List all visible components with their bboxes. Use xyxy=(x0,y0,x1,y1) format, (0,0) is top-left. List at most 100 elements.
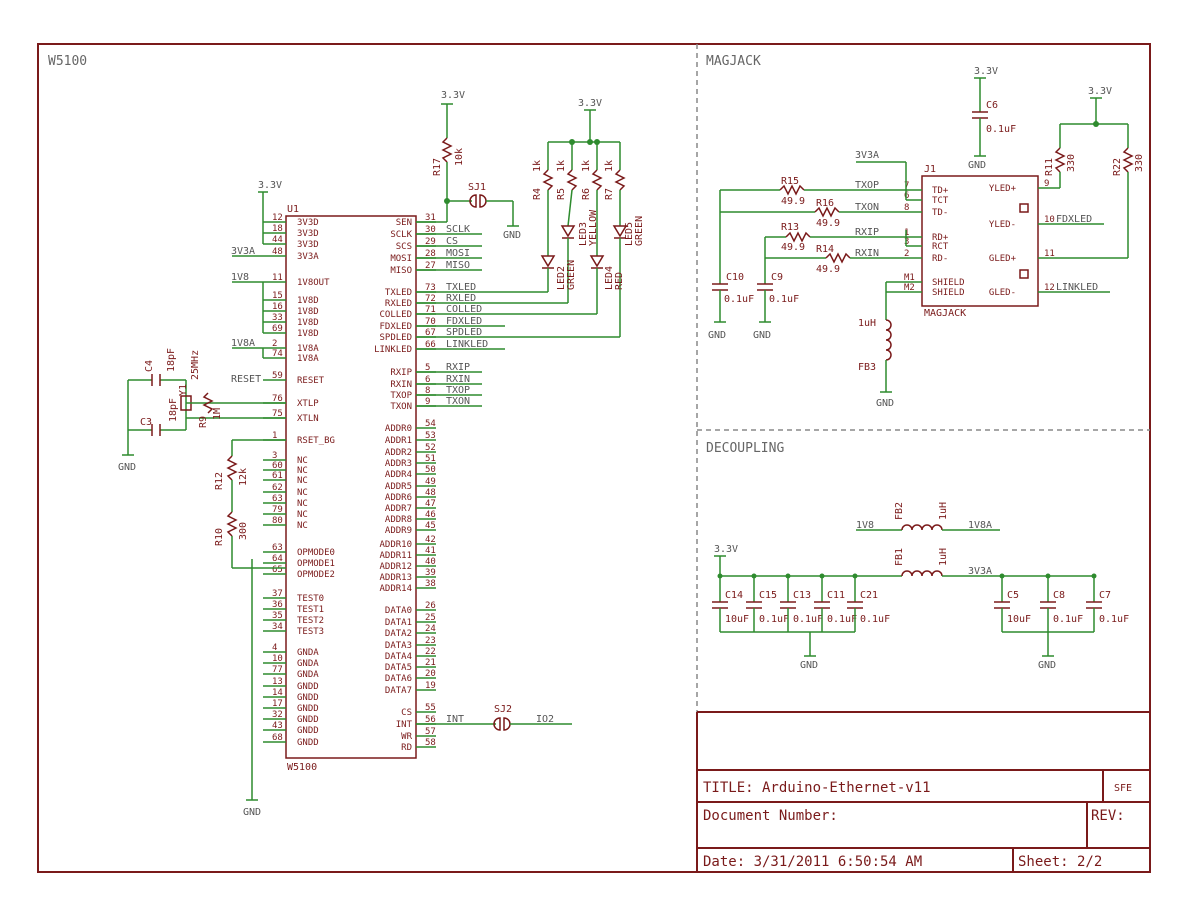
u1-right-pin-number: 67 xyxy=(425,328,436,338)
u1-right-pin-name: ADDR5 xyxy=(385,482,412,492)
u1-right-pin-number: 29 xyxy=(425,237,436,247)
u1-right-pin-number: 55 xyxy=(425,703,436,713)
fb2-value: 1uH xyxy=(938,502,949,520)
u1-left-pin-name: GNDD xyxy=(297,726,319,736)
cap-ref: C13 xyxy=(793,590,811,601)
led2-color: GREEN xyxy=(566,260,577,290)
u1-right-pin-name: WR xyxy=(401,732,412,742)
net-miso: MISO xyxy=(446,260,470,271)
u1-right-pin-number: 40 xyxy=(425,557,436,567)
u1-left-pin-name: 3V3D xyxy=(297,229,319,239)
net-gnd-c10: GND xyxy=(708,330,726,341)
u1-right-pin-name: ADDR6 xyxy=(385,493,412,503)
r5-value: 1k xyxy=(556,160,567,172)
u1-right-pin-name: SCS xyxy=(396,242,412,252)
r7-ref: R7 xyxy=(604,188,615,200)
u1-right-pin-number: 39 xyxy=(425,568,436,578)
u1-left-pin-number: 60 xyxy=(272,461,283,471)
u1-left-pin-name: GNDD xyxy=(297,693,319,703)
u1-right-pin-number: 31 xyxy=(425,213,436,223)
u1-left-pin-number: 65 xyxy=(272,565,283,575)
net-txled: TXLED xyxy=(446,282,476,293)
sheet-text: Sheet: 2/2 xyxy=(1018,854,1102,870)
fb2-ref: FB2 xyxy=(894,502,905,520)
u1-left-pin-name: 3V3D xyxy=(297,218,319,228)
u1-left-pin-name: NC xyxy=(297,488,308,498)
u1-left-pin-number: 14 xyxy=(272,688,283,698)
u1-left-pin-name: 1V8D xyxy=(297,307,319,317)
u1-right-pin-name: DATA1 xyxy=(385,618,412,628)
u1-left-pin-name: NC xyxy=(297,510,308,520)
net-rxip-magjack: RXIP xyxy=(855,227,879,238)
j1-right-pin-number: 11 xyxy=(1044,249,1055,259)
u1-right-pin-number: 57 xyxy=(425,727,436,737)
u1-ref: U1 xyxy=(287,204,299,215)
u1-right-pin-number: 47 xyxy=(425,499,436,509)
spi-stubs: SCLK CS MOSI MISO xyxy=(416,224,482,271)
u1-left-pin-number: 62 xyxy=(272,483,283,493)
u1-right-pin-number: 23 xyxy=(425,636,436,646)
u1-right-pin-name: CS xyxy=(401,708,412,718)
u1-left-pin-number: 69 xyxy=(272,324,283,334)
u1-right-pin-number: 45 xyxy=(425,521,436,531)
j1-left-pin-name: RCT xyxy=(932,242,949,252)
net-1v8a-decoupling: 1V8A xyxy=(968,520,992,531)
u1-left-pin-name: 3V3D xyxy=(297,240,319,250)
r14-ref: R14 xyxy=(816,244,834,255)
u1-left-pin-name: XTLN xyxy=(297,414,319,424)
u1-right-pin-number: 24 xyxy=(425,624,436,634)
u1-left-pin-name: GNDD xyxy=(297,738,319,748)
u1-right-pin-name: ADDR11 xyxy=(379,551,412,561)
cap-ref: C15 xyxy=(759,590,777,601)
junction-dot xyxy=(1091,573,1097,579)
r12-ref: R12 xyxy=(214,472,225,490)
title-text: TITLE: Arduino-Ethernet-v11 xyxy=(703,780,931,796)
j1-left-pin-name: TD- xyxy=(932,208,948,218)
led5-ref: LED5 xyxy=(624,222,635,246)
net-gnd-caps-right: GND xyxy=(1038,660,1056,671)
j1-right-pin-number: 12 xyxy=(1044,283,1055,293)
title-block: TITLE: Arduino-Ethernet-v11 SFE Document… xyxy=(696,711,1150,872)
r6-value: 1k xyxy=(581,160,592,172)
rset-network: R12 12k R10 300 xyxy=(214,439,286,569)
u1-right-pin-name: RD xyxy=(401,743,412,753)
net-3v3a-u1: 3V3A xyxy=(231,246,255,257)
j1-left-pin-name: SHIELD xyxy=(932,278,965,288)
u1-left-pin-number: 13 xyxy=(272,677,283,687)
r17-sj1-network: 3.3V GND R17 10k SJ1 xyxy=(416,90,521,241)
u1-right-pin-number: 8 xyxy=(425,386,430,396)
u1-left-pin-number: 59 xyxy=(272,371,283,381)
u1-right-pin-number: 71 xyxy=(425,305,436,315)
cap-value: 10uF xyxy=(725,614,749,625)
net-rxled: RXLED xyxy=(446,293,476,304)
net-txop-magjack: TXOP xyxy=(855,180,879,191)
u1-right-pin-name: ADDR10 xyxy=(379,540,412,550)
r9-ref: R9 xyxy=(198,416,209,428)
date-text: Date: 3/31/2011 6:50:54 AM xyxy=(703,854,922,870)
decoupling-section: 1V8 1V8A FB2 1uH 3.3V 3V3A FB1 1uH C1410… xyxy=(712,502,1129,671)
net-1v8-decoupling: 1V8 xyxy=(856,520,874,531)
j1-right-pin-name: GLED+ xyxy=(989,254,1017,264)
net-mosi: MOSI xyxy=(446,248,470,259)
u1-left-pin-name: 1V8OUT xyxy=(297,278,330,288)
u1-left-pin-number: 44 xyxy=(272,235,283,245)
u1-left-wiring: 3.3V 3V3A 1V8 1V8A RESET GND xyxy=(231,180,282,818)
rev-text: REV: xyxy=(1091,808,1125,824)
cap-value: 0.1uF xyxy=(1099,614,1129,625)
net-fdxled-magjack: FDXLED xyxy=(1056,214,1092,225)
u1-left-pin-number: 75 xyxy=(272,409,283,419)
u1-right-pin-number: 25 xyxy=(425,613,436,623)
j1-right-pin-name: YLED- xyxy=(989,220,1016,230)
u1-right-pin-name: DATA4 xyxy=(385,652,412,662)
net-scs: CS xyxy=(446,236,458,247)
net-1v8a-u1: 1V8A xyxy=(231,338,255,349)
u1-right-pin-name: MOSI xyxy=(390,254,412,264)
u1-left-pin-number: 32 xyxy=(272,710,283,720)
u1-left-pin-number: 15 xyxy=(272,291,283,301)
j1-left-pin-name: TD+ xyxy=(932,186,949,196)
u1-right-pin-name: DATA6 xyxy=(385,674,412,684)
u1-right-pin-name: DATA7 xyxy=(385,686,412,696)
u1-left-pin-number: 77 xyxy=(272,665,283,675)
r5-ref: R5 xyxy=(556,188,567,200)
